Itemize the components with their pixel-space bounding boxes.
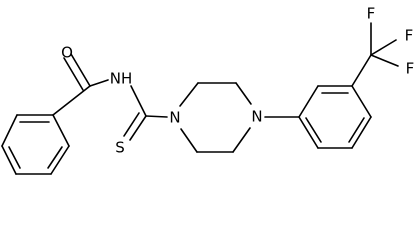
bond (235, 82, 252, 105)
bond (305, 117, 322, 143)
atom-label-thione-s: S (115, 139, 125, 157)
bond (232, 127, 251, 153)
bond (1, 145, 17, 175)
atom-label-fluorine-top: F (367, 5, 376, 23)
bond (351, 116, 372, 149)
atom-label-piperazine-n4: N (251, 108, 262, 126)
bond (129, 115, 147, 141)
bond (180, 128, 198, 153)
chemical-structure: O NH S N N F F F (1, 5, 414, 175)
bond (298, 85, 319, 118)
bond (47, 146, 63, 169)
atom-labels: O NH S N N F F F (61, 5, 414, 157)
bond (70, 53, 91, 87)
bond (8, 146, 21, 169)
bond (1, 114, 18, 147)
bond (298, 116, 319, 149)
bond (52, 85, 91, 116)
bond (123, 112, 140, 137)
bond (348, 117, 365, 143)
bond (179, 82, 199, 107)
bond (63, 57, 84, 91)
bond (130, 85, 147, 117)
bond (52, 114, 70, 147)
atom-label-fluorine-lower: F (406, 60, 415, 78)
atom-label-carbonyl-o: O (61, 44, 73, 62)
bond (89, 79, 109, 87)
bond (370, 39, 397, 56)
bond (370, 54, 399, 67)
bond (351, 85, 372, 118)
bonds (1, 22, 399, 175)
bond (145, 115, 168, 118)
bond (351, 54, 372, 87)
atom-label-amide-nh: NH (110, 70, 133, 88)
atom-label-fluorine-right: F (405, 27, 414, 45)
atom-label-piperazine-n1: N (169, 109, 180, 127)
bond (50, 145, 70, 175)
